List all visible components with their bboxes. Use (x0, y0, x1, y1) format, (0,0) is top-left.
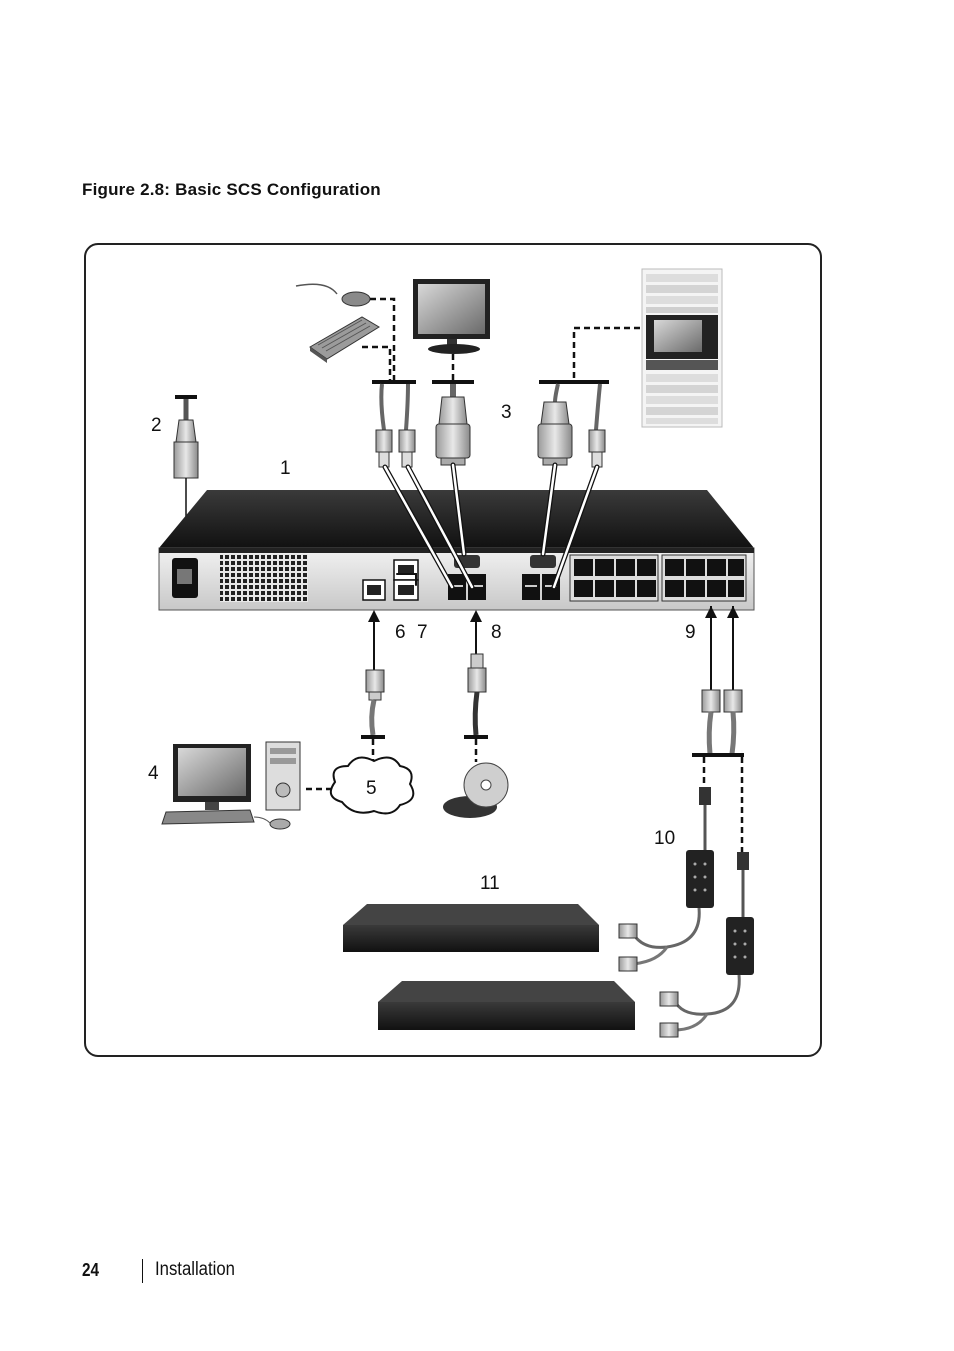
callout-2: 2 (151, 415, 162, 436)
callout-6: 6 (395, 622, 406, 643)
page-number: 24 (82, 1260, 100, 1280)
callout-3: 3 (501, 402, 512, 423)
usb-plug-icon (375, 429, 393, 468)
usb-media-drive-icon (443, 762, 509, 818)
mouse-icon (295, 283, 371, 307)
network-cloud-icon (329, 756, 415, 815)
callout-9: 9 (685, 622, 696, 643)
target-server-icon (343, 904, 599, 952)
callout-7: 7 (417, 622, 428, 643)
target-server-icon (378, 981, 635, 1030)
rj45-plug-icon (723, 689, 743, 713)
figure-frame: 1 2 3 4 5 6 7 8 9 10 11 (84, 243, 822, 1057)
callout-10: 10 (654, 828, 676, 849)
rack-console-icon (641, 268, 723, 428)
figure-caption: Figure 2.8: Basic SCS Configuration (82, 180, 381, 199)
client-computer-icon (161, 741, 301, 830)
callout-4: 4 (148, 763, 159, 784)
power-plug-icon (173, 419, 199, 479)
server-interface-module-icon (659, 852, 754, 1038)
usb-plug-icon (588, 429, 606, 468)
rj45-plug-icon (701, 689, 721, 713)
vga-plug-icon (435, 396, 471, 466)
callout-11: 11 (480, 873, 500, 894)
diagram-illustration (158, 268, 755, 1038)
section-title: Installation (155, 1259, 235, 1280)
callout-1: 1 (280, 458, 291, 479)
rj45-plug-icon (365, 669, 385, 701)
callout-5: 5 (366, 778, 377, 799)
server-interface-module-icon (618, 787, 714, 972)
monitor-icon (413, 279, 490, 354)
vga-plug-icon (537, 401, 573, 466)
usb-plug-icon (467, 653, 487, 693)
usb-plug-icon (398, 429, 416, 468)
keyboard-icon (309, 316, 380, 363)
footer-separator (142, 1259, 143, 1283)
callout-8: 8 (491, 622, 502, 643)
